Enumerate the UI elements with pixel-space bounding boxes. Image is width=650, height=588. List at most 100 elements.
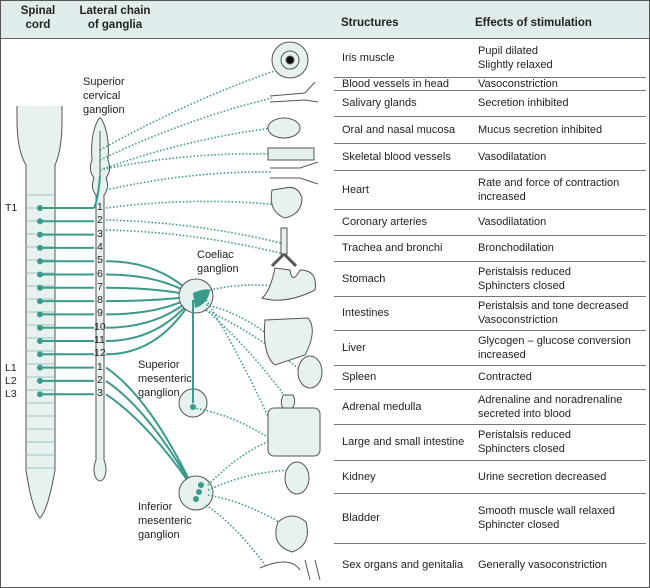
chain-number: 6 — [97, 267, 103, 280]
chain-number: 7 — [97, 280, 103, 293]
postganglionic-fibre — [105, 171, 273, 191]
effect-cell: Urine secretion decreased — [478, 470, 607, 483]
structure-cell: Spleen — [342, 371, 377, 383]
effect-cell: Peristalsis reduced Sphincters closed — [478, 429, 571, 455]
effect-cell: Bronchodilation — [478, 242, 554, 254]
chain-number: 4 — [97, 240, 103, 253]
lumbar-splanchnic-fibre — [105, 393, 195, 491]
chain-number: 9 — [97, 307, 103, 320]
effect-cell: Vasodilatation — [478, 216, 547, 228]
superior-cervical-label: Superior cervical ganglion — [83, 76, 125, 116]
chain-number: 5 — [97, 254, 103, 267]
table-row: Intestines Peristalsis and tone decreased… — [334, 296, 646, 331]
table-row: Blood vessels in head Vasoconstriction — [334, 77, 646, 91]
postganglionic-fibre — [205, 299, 273, 426]
structure-cell: Large and small intestine — [342, 436, 465, 448]
salivary-gland-icon — [267, 117, 301, 139]
effect-cell: Vasoconstriction — [478, 77, 558, 90]
table-row: Oral and nasal mucosa Mucus secretion inh… — [334, 116, 646, 144]
postganglionic-fibre — [105, 229, 285, 255]
liver-icon — [264, 317, 313, 366]
structure-cell: Salivary glands — [342, 97, 417, 109]
intestine-icon — [267, 407, 321, 457]
chain-number: 1 — [97, 201, 103, 213]
structure-cell: Blood vessels in head — [342, 77, 450, 90]
lateral-chain — [89, 117, 111, 482]
genitalia-icon — [259, 559, 321, 581]
structure-cell: Adrenal medulla — [342, 400, 422, 413]
blood-vessel-icon — [269, 81, 319, 103]
trachea-icon — [280, 227, 288, 255]
postganglionic-fibre — [99, 127, 273, 171]
structure-cell: Iris muscle — [342, 52, 395, 64]
level-l2: L2 — [5, 375, 17, 387]
coeliac-label: Coeliac ganglion — [197, 249, 239, 275]
organ-icons — [259, 41, 323, 581]
effect-cell: Generally vasoconstriction — [478, 559, 608, 571]
level-l1: L1 — [5, 362, 17, 374]
table-row: Skeletal blood vessels Vasodilatation — [334, 143, 646, 171]
effect-cell: Peristalsis and tone decreased Vasoconst… — [478, 300, 629, 326]
chain-number: 2 — [97, 373, 103, 386]
effect-cell: Mucus secretion inhibited — [478, 123, 603, 136]
structure-cell: Kidney — [342, 470, 376, 483]
coeliac-ganglion-body — [193, 289, 210, 308]
postganglionic-fibre — [192, 407, 273, 441]
effect-cell: Rate and force of contraction increased — [478, 176, 620, 203]
effect-cell: Peristalsis reduced Sphincters closed — [478, 265, 571, 292]
table-row: Liver Glycogen – glucose conversion incre… — [334, 330, 646, 366]
postganglionic-fibres — [99, 67, 311, 566]
chain-number: 3 — [97, 227, 103, 240]
header-effects: Effects of stimulation — [475, 17, 592, 29]
table-row: Heart Rate and force of contraction incre… — [334, 170, 646, 210]
mucosa-icon — [267, 147, 315, 161]
structure-cell: Bladder — [342, 512, 380, 524]
structure-cell: Heart — [342, 183, 369, 196]
bladder-icon — [275, 515, 308, 553]
chain-number: 2 — [97, 214, 103, 227]
table-row: Kidney Urine secretion decreased — [334, 460, 646, 494]
effect-cell: Smooth muscle wall relaxed Sphincter clo… — [478, 505, 615, 531]
header-bar — [1, 1, 649, 39]
postganglionic-fibre — [99, 97, 273, 161]
lumbar-splanchnic-fibre — [105, 366, 195, 491]
postganglionic-fibre — [99, 153, 271, 171]
effect-cell: Vasodilatation — [478, 150, 547, 163]
table-row: Spleen Contracted — [334, 365, 646, 390]
structure-cell: Skeletal blood vessels — [342, 150, 451, 163]
spleen-icon — [297, 355, 323, 389]
table-row: Iris muscle Pupil dilated Slightly relaxe… — [334, 39, 646, 78]
table-row: Large and small intestine Peristalsis red… — [334, 424, 646, 461]
effect-cell: Contracted — [478, 371, 532, 383]
chain-connections — [37, 175, 195, 491]
table-row: Bladder Smooth muscle wall relaxed Sphinc… — [334, 493, 646, 544]
chain-number: 11 — [94, 334, 105, 346]
structure-cell: Liver — [342, 341, 366, 354]
inferior-mesenteric-label: Inferior mesenteric ganglion — [138, 501, 192, 541]
chain-number: 12 — [94, 347, 106, 360]
table-row: Stomach Peristalsis reduced Sphincters cl… — [334, 261, 646, 297]
structure-cell: Stomach — [342, 272, 386, 285]
postganglionic-fibre — [205, 304, 273, 339]
chain-number: 10 — [94, 320, 106, 333]
skeletal-vessel-icon — [270, 161, 319, 185]
structure-cell: Oral and nasal mucosa — [342, 123, 456, 136]
effect-cell: Pupil dilated Slightly relaxed — [478, 45, 553, 71]
effect-cell: Glycogen – glucose conversion increased — [478, 334, 631, 361]
structure-cell: Coronary arteries — [342, 216, 427, 228]
table-row: Coronary arteries Vasodilatation — [334, 209, 646, 236]
splanchnic-fibre — [105, 295, 195, 356]
postganglionic-fibre — [205, 309, 289, 401]
inferior-mesenteric-ganglion — [178, 475, 214, 511]
stomach-icon — [260, 267, 316, 301]
heart-icon — [270, 187, 303, 219]
postganglionic-fibre — [207, 439, 273, 486]
structure-cell: Intestines — [342, 307, 390, 319]
level-l3: L3 — [5, 388, 17, 400]
